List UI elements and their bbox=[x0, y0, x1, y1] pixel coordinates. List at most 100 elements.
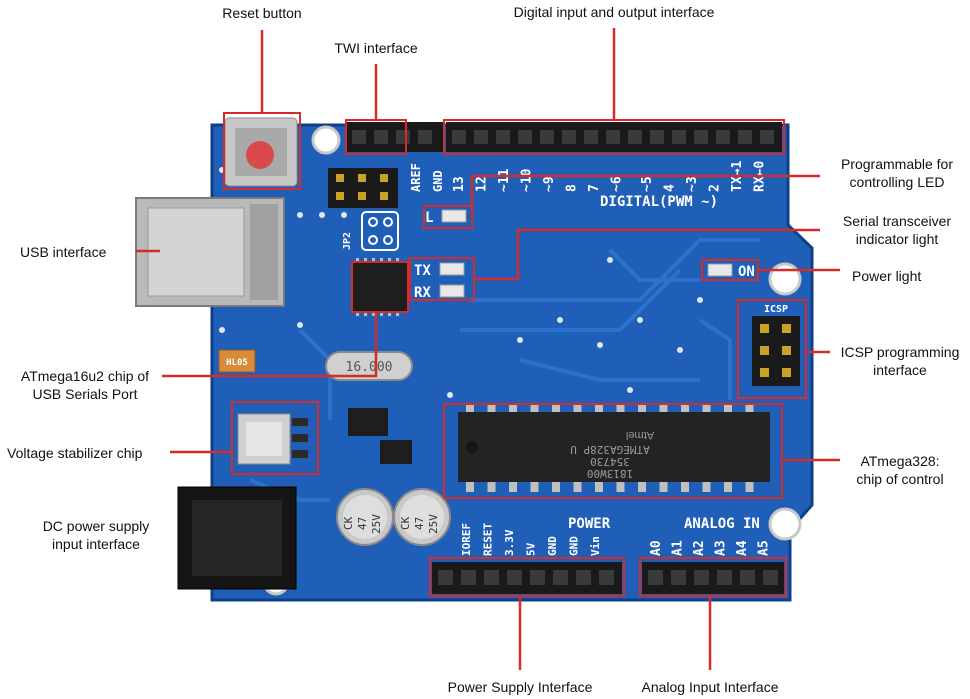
analog-pin-label: A2 bbox=[692, 540, 707, 556]
small-ic bbox=[380, 440, 412, 464]
chip-pin bbox=[595, 404, 603, 414]
box-power-header bbox=[429, 557, 625, 597]
callout-lines bbox=[136, 28, 840, 670]
header-socket bbox=[562, 130, 576, 144]
chip-code-2: 1813W00 bbox=[587, 467, 633, 480]
callout-power-light: Power light bbox=[852, 268, 922, 284]
chip-pin bbox=[681, 404, 689, 414]
header-socket bbox=[396, 130, 410, 144]
header-socket bbox=[672, 130, 686, 144]
gnd-label: GND bbox=[431, 170, 445, 192]
chip-pin bbox=[487, 480, 496, 492]
header-socket bbox=[650, 130, 664, 144]
header-socket bbox=[738, 130, 752, 144]
chip-pin bbox=[659, 480, 668, 492]
callout-usb: USB interface bbox=[20, 244, 107, 260]
header-socket bbox=[461, 570, 476, 585]
line-led bbox=[470, 174, 820, 217]
mount-hole bbox=[768, 507, 802, 541]
atmega16u2-chip bbox=[352, 258, 408, 316]
hl05-label: HL05 bbox=[226, 358, 248, 368]
callout-reset-button: Reset button bbox=[222, 5, 302, 21]
chip-pin bbox=[638, 404, 646, 414]
digital-pin-label: ~11 bbox=[497, 168, 512, 192]
chip-brand: Atmel bbox=[626, 429, 654, 441]
chip-pin bbox=[745, 404, 754, 414]
small-ic bbox=[348, 408, 388, 436]
atmega328-chip: Atmel ATMEGA328P U 354730 1813W00 bbox=[458, 404, 770, 492]
header-socket bbox=[484, 570, 499, 585]
header-socket bbox=[760, 130, 774, 144]
led-rx-label: RX bbox=[414, 285, 431, 301]
power-pin-label: IOREF bbox=[460, 523, 473, 556]
analog-pin-label: A1 bbox=[671, 540, 686, 556]
led-rx bbox=[439, 284, 465, 298]
callout-voltage: Voltage stabilizer chip bbox=[7, 445, 143, 461]
box-voltage bbox=[231, 401, 319, 475]
line-atmega16u2 bbox=[162, 312, 378, 378]
chip-pin bbox=[530, 404, 539, 414]
digital-pin-label: 13 bbox=[452, 176, 467, 192]
digital-pin-label: 4 bbox=[663, 184, 678, 192]
header-socket bbox=[599, 570, 614, 585]
header-socket bbox=[716, 130, 730, 144]
chip-pin bbox=[616, 480, 625, 492]
digital-pin-label: ~6 bbox=[610, 176, 625, 192]
chip-code-1: 354730 bbox=[590, 455, 630, 468]
header-socket bbox=[496, 130, 510, 144]
led-tx bbox=[439, 262, 465, 276]
callout-icsp-line-2: interface bbox=[873, 362, 927, 378]
box-atmega328 bbox=[443, 403, 783, 499]
crystal-oscillator: 16.000 bbox=[325, 351, 413, 381]
led-on-label: ON bbox=[738, 264, 755, 280]
capacitor-left bbox=[336, 488, 394, 546]
chip-pin bbox=[702, 480, 711, 492]
cap-left-text-3: 25V bbox=[370, 514, 383, 534]
pcb-vias bbox=[219, 167, 703, 398]
header-socket bbox=[648, 570, 663, 585]
power-header bbox=[432, 562, 622, 594]
header-socket bbox=[352, 130, 366, 144]
voltage-regulator bbox=[237, 413, 308, 465]
header-socket bbox=[452, 130, 466, 144]
mount-hole bbox=[311, 125, 341, 155]
box-analog-header bbox=[639, 557, 787, 597]
analog-pin-label: A5 bbox=[757, 540, 772, 556]
reset-button-cap bbox=[246, 141, 274, 169]
header-socket bbox=[694, 570, 709, 585]
jp2-label: JP2 bbox=[342, 232, 353, 250]
digital-pin-label: ~10 bbox=[520, 168, 535, 192]
aref-label: AREF bbox=[409, 163, 423, 192]
analog-header bbox=[642, 562, 784, 594]
callout-atmega328-line-2: chip of control bbox=[856, 471, 944, 487]
cap-right-text-1: CK bbox=[399, 516, 412, 530]
dc-jack bbox=[177, 486, 297, 590]
callout-twi: TWI interface bbox=[334, 40, 418, 56]
header-socket bbox=[763, 570, 778, 585]
chip-pin bbox=[702, 404, 711, 414]
chip-pin bbox=[466, 480, 474, 492]
jp2-pads bbox=[361, 211, 399, 251]
analog-title: ANALOG IN bbox=[684, 516, 760, 532]
led-l bbox=[441, 209, 467, 223]
callout-atmega16u2-line-1: ATmega16u2 chip of bbox=[20, 368, 150, 384]
callout-led-line-2: controlling LED bbox=[849, 174, 945, 190]
led-l-label: L bbox=[425, 210, 433, 226]
header-socket bbox=[694, 130, 708, 144]
icsp-board-label: ICSP bbox=[764, 304, 788, 315]
callout-dc-line-1: DC power supply bbox=[42, 518, 150, 534]
icsp-header bbox=[752, 316, 800, 386]
led-tx-label: TX bbox=[414, 263, 431, 279]
header-socket bbox=[374, 130, 388, 144]
chip-pin bbox=[552, 404, 560, 414]
chip-pin bbox=[573, 480, 582, 492]
power-pin-label: GND bbox=[546, 536, 559, 556]
callout-dc-line-2: input interface bbox=[52, 536, 140, 552]
callout-dc: DC power supply input interface bbox=[26, 517, 166, 553]
digital-pin-label: ~9 bbox=[542, 176, 557, 192]
power-pin-label: Vin bbox=[589, 536, 602, 556]
box-atmega16u2 bbox=[351, 261, 409, 313]
callout-led: Programmable for controlling LED bbox=[822, 155, 970, 191]
